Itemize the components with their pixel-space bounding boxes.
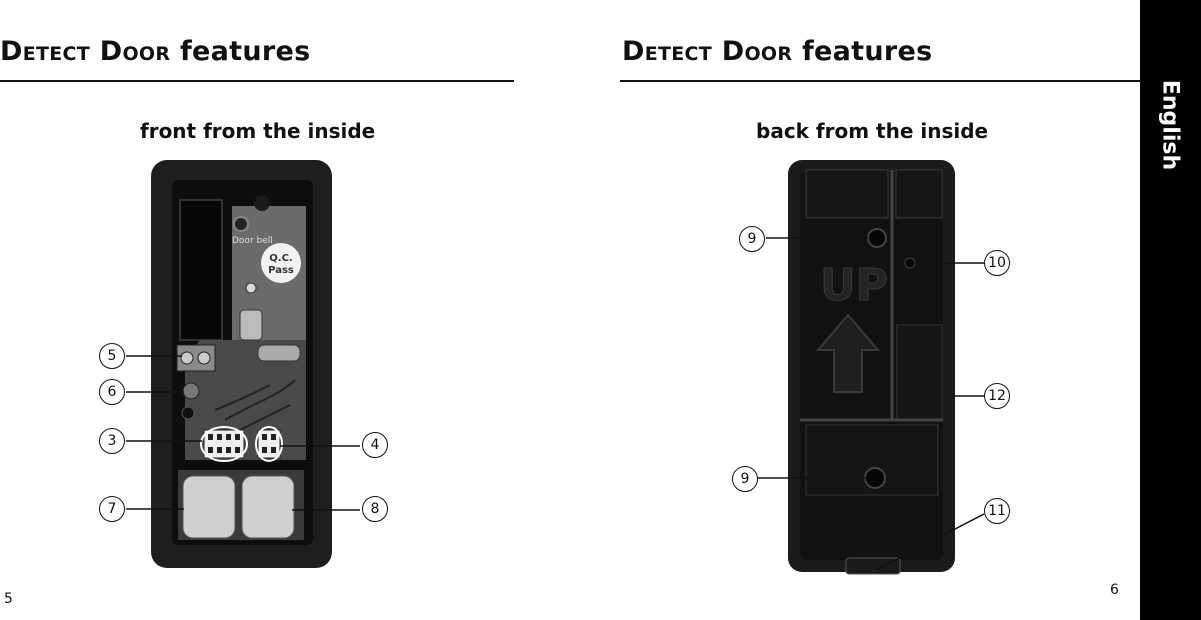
callout-9-top: 9 [739, 226, 765, 252]
pcb-screw [233, 216, 249, 232]
back-recess-top-left [805, 169, 889, 219]
oscillator-component [257, 344, 301, 362]
embossed-up-text: UP [820, 260, 888, 311]
tamper-switch [182, 382, 200, 400]
callout-5: 5 [99, 343, 125, 369]
terminal-screw-1 [180, 351, 194, 365]
back-recess-top-right [895, 169, 943, 219]
title-rule [620, 80, 1140, 82]
dip-switch-4 [257, 429, 281, 459]
language-side-tab: English [1140, 0, 1201, 620]
qc-pass-sticker [261, 243, 301, 283]
callout-9-bottom: 9 [732, 466, 758, 492]
title-product-name: Detect Door [0, 36, 171, 67]
left-page-title: Detect Door features [0, 36, 311, 67]
pcb-label-doorbell: Door bell [232, 236, 273, 246]
pcb-hole [254, 195, 270, 211]
back-subtitle: back from the inside [756, 119, 989, 143]
qc-sticker-line1: Q.C. [269, 253, 292, 264]
callout-11: 11 [984, 498, 1010, 524]
title-suffix: features [801, 36, 933, 67]
crystal-component [239, 309, 263, 341]
page-number-left: 5 [4, 591, 13, 607]
right-page: Detect Door features back from the insid… [600, 0, 1201, 620]
embossed-up-arrow [815, 313, 881, 393]
language-label: English [1157, 79, 1183, 171]
title-suffix: features [179, 36, 311, 67]
left-page: Detect Door features front from the insi… [0, 0, 600, 620]
battery-2 [241, 475, 295, 539]
callout-8: 8 [362, 496, 388, 522]
highlight-dip-4 [255, 426, 283, 462]
pcb-test-point [245, 282, 257, 294]
pcb-traces [214, 379, 296, 431]
qc-sticker-line2: Pass [268, 265, 294, 276]
release-tab [845, 557, 901, 575]
callout-6: 6 [99, 379, 125, 405]
front-subtitle: front from the inside [140, 119, 376, 143]
battery-1 [182, 475, 236, 539]
title-rule [0, 80, 514, 82]
callout-4: 4 [362, 432, 388, 458]
title-product-name: Detect Door [622, 36, 793, 67]
back-recess-right [896, 324, 943, 421]
page-number-right: 6 [1110, 582, 1119, 598]
callout-12: 12 [984, 383, 1010, 409]
callout-10: 10 [984, 250, 1010, 276]
terminal-screw-2 [197, 351, 211, 365]
right-page-title: Detect Door features [622, 36, 933, 67]
antenna-slot [179, 199, 223, 341]
callout-3: 3 [99, 428, 125, 454]
callout-7: 7 [99, 496, 125, 522]
pcb-mount-hole [181, 406, 195, 420]
highlight-dip-3 [200, 426, 248, 462]
